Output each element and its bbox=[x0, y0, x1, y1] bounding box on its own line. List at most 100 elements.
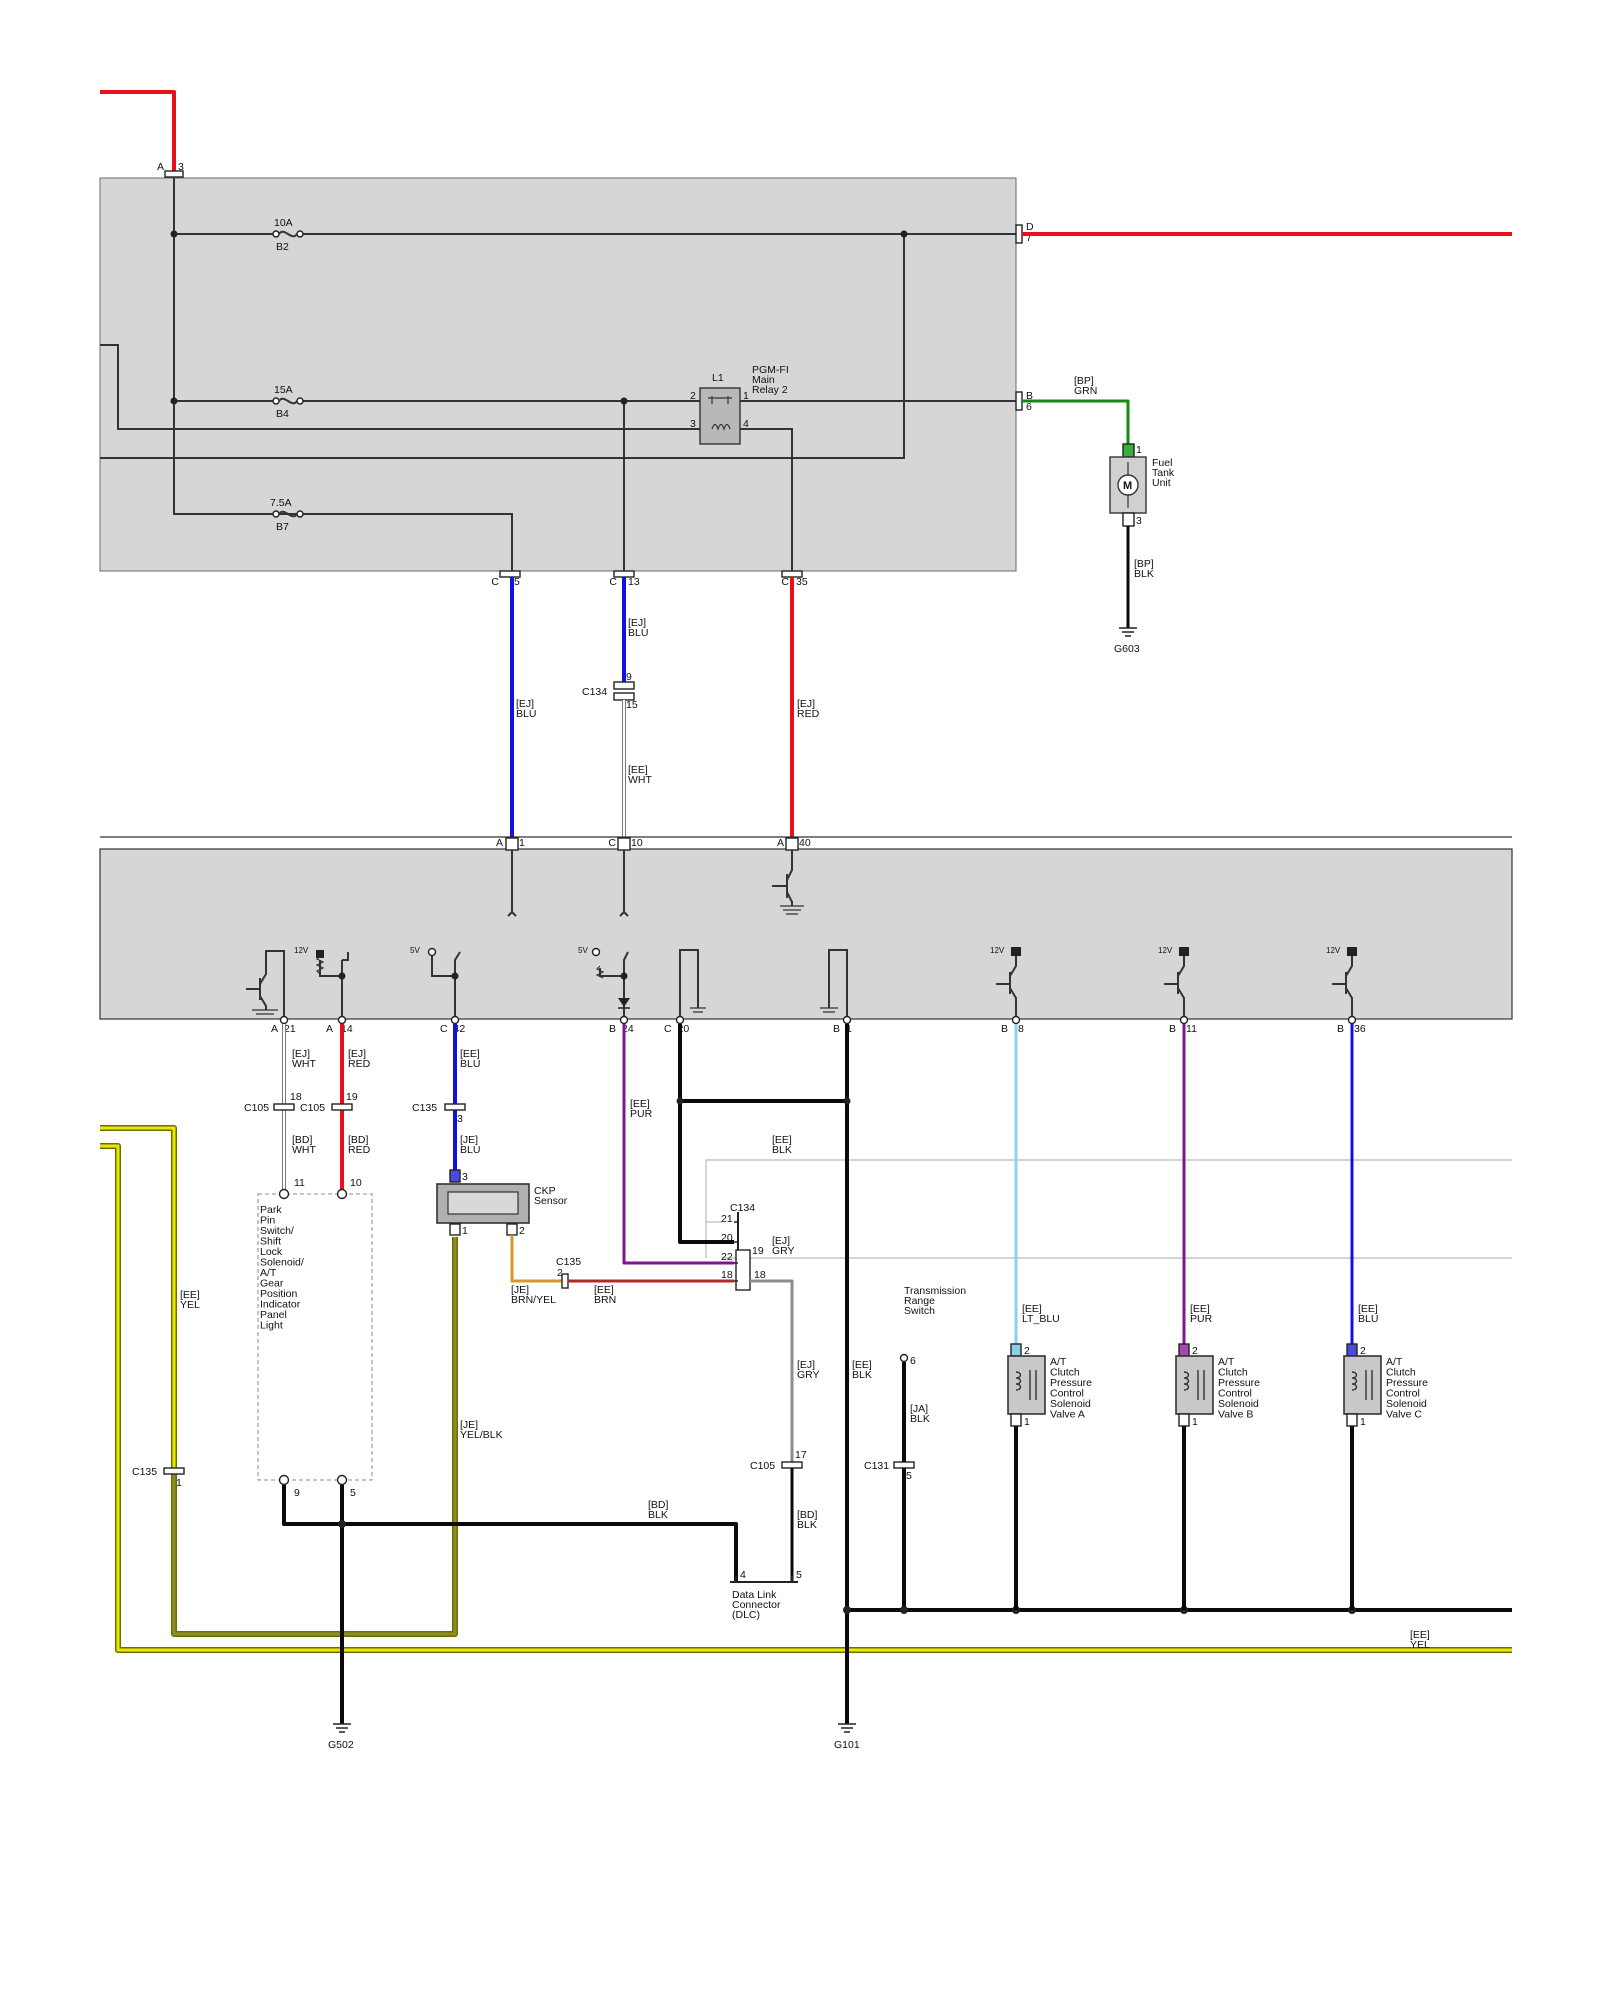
c134-block-label: C134 bbox=[730, 1202, 755, 1214]
ground-g101-icon bbox=[838, 1723, 856, 1733]
park-pin-11[interactable] bbox=[278, 1188, 290, 1200]
solenoid-a-pin-2-label: 2 bbox=[1024, 1345, 1030, 1357]
c105-17-label: C105 bbox=[750, 1460, 775, 1472]
pcm-pin-a1-number: 1 bbox=[519, 837, 525, 849]
brn-wire-label: [EE]BRN bbox=[594, 1284, 616, 1306]
c134-pin-19: 19 bbox=[752, 1245, 764, 1257]
c134-inline-connector[interactable] bbox=[613, 681, 635, 701]
park-pin-9-label: 9 bbox=[294, 1487, 300, 1499]
ground-g502-icon bbox=[333, 1723, 351, 1733]
park-pin-10[interactable] bbox=[336, 1188, 348, 1200]
junction-dots bbox=[170, 230, 908, 405]
c42-blu-label-top: [EE]BLU bbox=[460, 1048, 480, 1070]
brnyel-wire-label: [JE]BRN/YEL bbox=[511, 1284, 556, 1306]
c134-pin-20: 20 bbox=[721, 1232, 733, 1244]
c134-pin-18-right: 18 bbox=[754, 1269, 766, 1281]
solenoid-c-body[interactable] bbox=[1343, 1355, 1382, 1415]
ckp-pin-3[interactable] bbox=[449, 1169, 461, 1183]
fuel-tank-unit[interactable] bbox=[1109, 456, 1147, 514]
c131-number: 5 bbox=[906, 1470, 912, 1482]
fuel-tank-pin-3[interactable] bbox=[1122, 512, 1135, 527]
c134-pin-22: 22 bbox=[721, 1251, 733, 1263]
ej-gry-label-top: [EJ]GRY bbox=[772, 1235, 795, 1257]
solenoid-c-pin-1-label: 1 bbox=[1360, 1416, 1366, 1428]
park-pin-9[interactable] bbox=[278, 1474, 290, 1486]
c13-blu-wire-label: [EJ]BLU bbox=[628, 617, 648, 639]
c105-17-number: 17 bbox=[795, 1449, 807, 1461]
pin-d7[interactable] bbox=[1015, 224, 1023, 244]
pcm-pin-a1-label: A bbox=[496, 837, 503, 849]
pcm-pin-a40-number: 40 bbox=[799, 837, 811, 849]
fuel-pump-motor-symbol: M bbox=[1123, 480, 1132, 492]
fuse-b7 bbox=[272, 510, 304, 518]
ckp-sensor[interactable] bbox=[436, 1183, 530, 1224]
yelblk-wire-label: [JE]YEL/BLK bbox=[460, 1419, 503, 1441]
trs-pin-6[interactable] bbox=[899, 1353, 909, 1363]
pin-c5-label: C bbox=[491, 576, 499, 588]
c13-wht-wire-label: [EE]WHT bbox=[628, 764, 652, 786]
ej-gry-label-low: [EJ]GRY bbox=[797, 1359, 820, 1381]
c105-19-label: C105 bbox=[300, 1102, 325, 1114]
relay-id: L1 bbox=[712, 372, 724, 384]
c105-pin-17[interactable] bbox=[781, 1461, 803, 1469]
relay-name: PGM-FI Main Relay 2 bbox=[752, 364, 792, 396]
ckp-pin-2[interactable] bbox=[506, 1223, 518, 1236]
c134-connector-block[interactable] bbox=[734, 1212, 751, 1291]
pcm-5v-label-b24: 5V bbox=[578, 946, 588, 955]
pin-b6[interactable] bbox=[1015, 391, 1023, 411]
fuse-b4-id: B4 bbox=[276, 408, 289, 420]
c105-pin-19[interactable] bbox=[331, 1103, 353, 1111]
dlc-connector[interactable] bbox=[730, 1576, 798, 1583]
solenoid-b-wire-label: [EE]PUR bbox=[1190, 1303, 1213, 1325]
park-pin-9-blk-wire bbox=[282, 1485, 738, 1582]
fuel-tank-pin-1[interactable] bbox=[1122, 443, 1135, 458]
c105-pin-18[interactable] bbox=[273, 1103, 295, 1111]
fuel-tank-grn-wire bbox=[1022, 399, 1130, 444]
solenoid-c-wire-label: [EE]BLU bbox=[1358, 1303, 1378, 1325]
fuse-b2 bbox=[272, 230, 304, 238]
park-pin-switch-name: Park Pin Switch/ Shift Lock Solenoid/ A/… bbox=[260, 1204, 307, 1332]
pin-c35-label: C bbox=[781, 576, 789, 588]
solenoid-c-pin-1[interactable] bbox=[1346, 1413, 1358, 1427]
pcm-12v-label-b11: 12V bbox=[1158, 946, 1173, 955]
yel-wire-outer bbox=[100, 1144, 1512, 1652]
solenoid-a-body[interactable] bbox=[1007, 1355, 1046, 1415]
solenoid-a-pin-1[interactable] bbox=[1010, 1413, 1022, 1427]
c135-pin-2[interactable] bbox=[561, 1273, 569, 1289]
c135-3-label: C135 bbox=[412, 1102, 437, 1114]
pin-c35-number: 35 bbox=[796, 576, 808, 588]
pgm-fi-relay[interactable] bbox=[699, 387, 741, 445]
c135-pin-3[interactable] bbox=[444, 1103, 466, 1111]
c135-pin-1[interactable] bbox=[163, 1467, 185, 1475]
red-label-bottom: [BD]RED bbox=[348, 1134, 371, 1156]
pin-c13-label: C bbox=[609, 576, 617, 588]
solenoid-c-pin-2[interactable] bbox=[1346, 1343, 1358, 1357]
c131-pin-5[interactable] bbox=[893, 1461, 915, 1469]
ckp-pin-1[interactable] bbox=[449, 1223, 461, 1236]
dlc-pin-4: 4 bbox=[740, 1569, 746, 1581]
pin-c5-number: 5 bbox=[514, 576, 520, 588]
pcm-bottom-pins[interactable] bbox=[279, 1015, 1357, 1025]
fuse-b7-rating: 7.5A bbox=[270, 497, 292, 509]
park-pin-5[interactable] bbox=[336, 1474, 348, 1486]
solenoid-b-pin-1[interactable] bbox=[1178, 1413, 1190, 1427]
solenoid-b-pin-2[interactable] bbox=[1178, 1343, 1190, 1357]
relay-pin-4: 4 bbox=[743, 418, 749, 430]
pcm-top-pins[interactable] bbox=[505, 837, 799, 851]
ground-g502-label: G502 bbox=[328, 1739, 354, 1751]
solenoid-b-body[interactable] bbox=[1175, 1355, 1214, 1415]
b24-pur-wire bbox=[622, 1024, 734, 1265]
solenoid-a-pin-2[interactable] bbox=[1010, 1343, 1022, 1357]
g502-junction bbox=[338, 1520, 346, 1528]
